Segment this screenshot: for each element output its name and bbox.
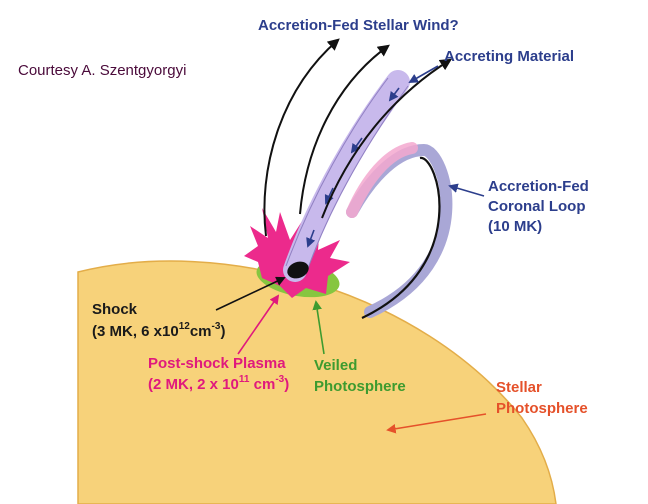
post-2-b: cm <box>249 376 275 393</box>
coronal-loop-tube <box>352 150 446 312</box>
shock-2-a: (3 MK, 6 x10 <box>92 323 179 340</box>
label-loop-1: Accretion-Fed <box>488 178 589 195</box>
accreting-stream-edge-2 <box>306 86 408 274</box>
label-shock-2: (3 MK, 6 x1012cm-3) <box>92 321 225 340</box>
shock-2-b: cm <box>190 323 212 340</box>
label-post-1: Post-shock Plasma <box>148 355 286 372</box>
post-2-c: ) <box>284 376 289 393</box>
label-post-2: (2 MK, 2 x 1011 cm-3) <box>148 374 289 393</box>
label-stellar-2: Photosphere <box>496 400 588 417</box>
post-2-exp: 11 <box>239 374 250 385</box>
shock-2-exp: 12 <box>179 321 191 332</box>
post-2-a: (2 MK, 2 x 10 <box>148 376 239 393</box>
label-loop-2: Coronal Loop <box>488 198 586 215</box>
label-veiled-1: Veiled <box>314 357 357 374</box>
pointer-loop <box>450 186 484 196</box>
label-shock-1: Shock <box>92 301 138 318</box>
credit-text: Courtesy A. Szentgyorgyi <box>18 62 186 79</box>
label-stellar-1: Stellar <box>496 379 542 396</box>
label-wind: Accretion-Fed Stellar Wind? <box>258 17 459 34</box>
label-accreting: Accreting Material <box>444 48 574 65</box>
label-loop-3: (10 MK) <box>488 218 542 235</box>
label-veiled-2: Photosphere <box>314 378 406 395</box>
shock-2-c: ) <box>220 323 225 340</box>
pointer-accreting <box>410 66 438 82</box>
